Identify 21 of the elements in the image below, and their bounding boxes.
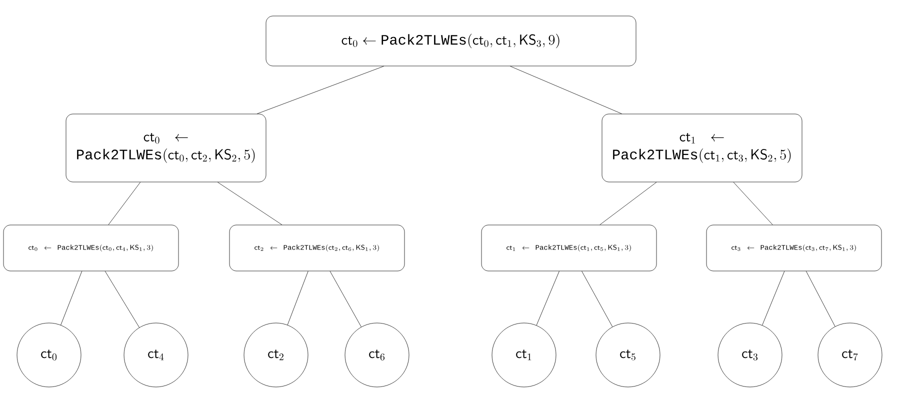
tree-node-box: $\mathsf{ct}_1 \leftarrow \texttt{Pack2TLWEs}(\mathsf{ct}_1, \mathsf{ct}_3, \mathsf{KS}_2, 5)$ xyxy=(602,114,802,182)
tree-edge xyxy=(217,182,282,225)
tree-edge xyxy=(330,270,362,328)
tree-node-box: $\mathsf{ct}_1 \leftarrow \texttt{Pack2TLWEs}(\mathsf{ct}_1, \mathsf{ct}_5, \mathsf{KS}_1, 3)$ xyxy=(481,224,657,272)
tree-edge xyxy=(582,270,613,327)
tree-edge xyxy=(287,270,308,326)
tree-edge xyxy=(762,270,785,326)
tree-node-box: $\mathsf{ct}_0 \leftarrow \texttt{Pack2TLWEs}(\mathsf{ct}_0, \mathsf{ct}_1, \mathsf{KS}_3, 9)$ xyxy=(266,16,636,66)
tree-edge xyxy=(256,66,384,114)
tree-edge xyxy=(600,182,657,225)
tree-node-box: $\mathsf{ct}_3 \leftarrow \texttt{Pack2TLWEs}(\mathsf{ct}_3, \mathsf{ct}_7, \mathsf{KS}_1, 3)$ xyxy=(706,224,882,272)
tree-node-box: $\mathsf{ct}_0 \leftarrow \texttt{Pack2TLWEs}(\mathsf{ct}_0, \mathsf{ct}_4, \mathsf{KS}_1, 3)$ xyxy=(3,224,179,272)
tree-node-box: $\mathsf{ct}_2 \leftarrow \texttt{Pack2TLWEs}(\mathsf{ct}_2, \mathsf{ct}_6, \mathsf{KS}_1, 3)$ xyxy=(229,224,405,272)
tree-edge xyxy=(510,66,622,114)
tree-edge xyxy=(806,270,836,327)
tree-edge xyxy=(733,182,773,225)
tree-edge xyxy=(104,270,140,328)
tree-node-box: $\mathsf{ct}_0 \leftarrow \texttt{Pack2TLWEs}(\mathsf{ct}_0, \mathsf{ct}_2, \mathsf{KS}_2, 5)$ xyxy=(66,114,266,182)
tree-edge xyxy=(536,270,560,326)
tree-edge xyxy=(60,270,82,326)
tree-edge xyxy=(108,182,141,225)
